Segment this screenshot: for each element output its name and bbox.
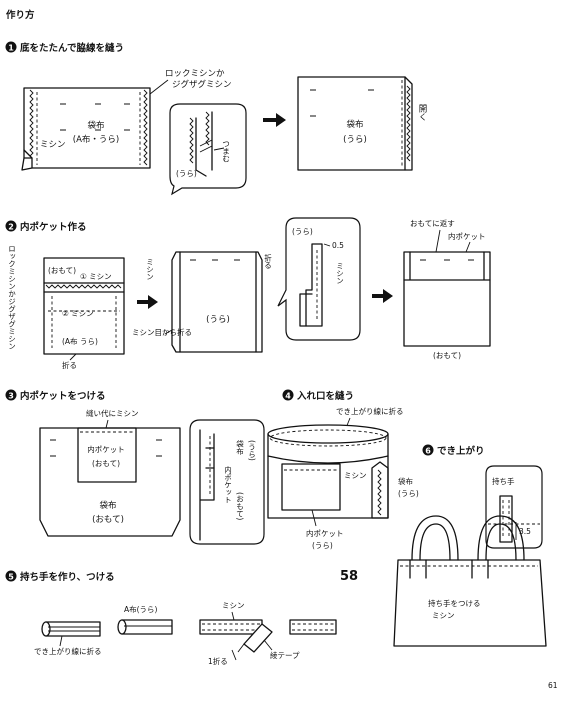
s5-fabric-a-back: A布(うら) bbox=[124, 604, 158, 614]
step-5-badge bbox=[5, 570, 17, 582]
step-1-number: 1 bbox=[8, 44, 14, 53]
step-1: 1 底をたたんで脇線を縫う 袋布 (A布・うら) ミシン ロックミシンか ジグザ… bbox=[5, 41, 427, 196]
step-3-bag: 内ポケット (おもて) 袋布 (おもて) bbox=[39, 427, 181, 537]
s2-front-2: (おもて) bbox=[433, 351, 461, 360]
s3-pocket-front: (おもて) bbox=[92, 459, 120, 468]
inset-page-number: 58 bbox=[340, 569, 358, 584]
s3-inset-bag-cloth: 袋布 bbox=[235, 439, 244, 457]
step-6-number: 6 bbox=[425, 447, 431, 456]
s2-turn-right-side: おもてに返す bbox=[410, 219, 455, 228]
step-2-arrow-1 bbox=[137, 295, 158, 309]
step-2: 2 内ポケット作る ロックミシンかジグザグミシン (おもて) ① ミシン ② ミ… bbox=[5, 217, 491, 370]
s2-stitch-1: ① ミシン bbox=[80, 272, 112, 281]
s3-inset-back: (うら) bbox=[248, 440, 257, 461]
s4-bag-cloth: 袋布 bbox=[398, 476, 413, 486]
step-2-arrow-2 bbox=[372, 289, 393, 303]
step-2-middle-piece: ミシン (うら) 折る ミシン目から折る bbox=[132, 251, 273, 353]
s5-machine: ミシン bbox=[222, 601, 245, 610]
step-2-title: 内ポケット作る bbox=[20, 221, 87, 233]
s2-fold: 折る bbox=[62, 360, 77, 370]
step-2-number: 2 bbox=[8, 223, 14, 232]
s2-inner-pocket: 内ポケット bbox=[448, 231, 486, 241]
s1-detail-back: (うら) bbox=[176, 169, 197, 178]
step-6-badge bbox=[422, 444, 434, 456]
s1-pinch: つまむ bbox=[222, 140, 231, 163]
s2-machine: ミシン bbox=[146, 258, 155, 281]
s5-fold-finished: でき上がり線に折る bbox=[34, 646, 102, 656]
s2-back: (うら) bbox=[206, 315, 230, 325]
step-5-number: 5 bbox=[8, 573, 14, 582]
step-3: 3 内ポケットをつける 縫い代にミシン 内ポケット (おもて) 袋布 (おもて)… bbox=[5, 389, 265, 545]
step-1-title: 底をたたんで脇線を縫う bbox=[19, 42, 124, 54]
s3-inset-inner-pocket: 内ポケット bbox=[224, 465, 233, 504]
s4-back: (うら) bbox=[398, 489, 419, 498]
s4-pocket-back: (うら) bbox=[312, 541, 333, 550]
s1-fabric-a-back: (A布・うら) bbox=[73, 134, 119, 145]
s2-stitch-2: ② ミシン bbox=[62, 309, 94, 318]
step-6: 6 でき上がり 持ち手 3.5 持ち手をつける ミシン bbox=[393, 444, 547, 647]
step-5-strip-2: A布(うら) bbox=[117, 604, 173, 635]
step-6-handle-detail-bubble: 持ち手 3.5 bbox=[485, 465, 543, 549]
s6-machine: ミシン bbox=[432, 611, 455, 620]
step-1-fabric: 袋布 (A布・うら) ミシン bbox=[21, 87, 151, 171]
s3-inset-front: (おもて) bbox=[235, 492, 244, 520]
s5-fold-1: 1折る bbox=[208, 656, 228, 666]
s6-attach-handle: 持ち手をつける bbox=[428, 598, 481, 608]
step-5: 5 持ち手を作り、つける でき上がり線に折る A布(うら) ミシン 1折る 綾テ bbox=[5, 570, 337, 666]
s6-handle: 持ち手 bbox=[492, 476, 515, 486]
step-1-detail-bubble: つまむ (うら) bbox=[169, 103, 247, 196]
step-4-bag: ミシン 袋布 (うら) 内ポケット (うら) bbox=[267, 424, 419, 550]
s3-sew-through: 縫い代にミシン bbox=[86, 408, 139, 418]
step-3-number: 3 bbox=[8, 392, 14, 401]
s4-inner-pocket: 内ポケット bbox=[306, 528, 344, 538]
step-3-title: 内ポケットをつける bbox=[20, 390, 106, 402]
s1-open: 開く bbox=[417, 104, 427, 121]
step-5-strip-1: でき上がり線に折る bbox=[34, 621, 102, 656]
step-5-strip-3: ミシン 1折る 綾テープ bbox=[199, 601, 337, 666]
page-number: 61 bbox=[548, 681, 558, 690]
s4-fold-finished: でき上がり線に折る bbox=[336, 406, 404, 416]
step-5-title: 持ち手を作り、つける bbox=[20, 571, 115, 583]
step-4-badge bbox=[282, 389, 294, 401]
s1-overlock: ロックミシンか bbox=[165, 69, 225, 79]
page-header-title: 作り方 bbox=[6, 9, 35, 21]
s6-dim-35: 3.5 bbox=[519, 527, 531, 536]
s1-back-2: (うら) bbox=[343, 135, 367, 145]
step-2-detail-bubble: (うら) 0.5 ミシン bbox=[277, 217, 361, 341]
step-2-pocket-piece: (おもて) ① ミシン ② ミシン (A布 うら) 折る bbox=[43, 257, 125, 370]
s1-bag-cloth-2: 袋布 bbox=[346, 119, 363, 130]
s2-inset-back: (うら) bbox=[292, 227, 313, 236]
s1-machine-stitch: ミシン bbox=[40, 140, 66, 150]
s3-inner-pocket: 内ポケット bbox=[87, 444, 125, 454]
step-4-title: 入れ口を縫う bbox=[296, 390, 354, 402]
step-3-detail-bubble: 袋布 (うら) 内ポケット (おもて) bbox=[189, 419, 265, 545]
s2-front: (おもて) bbox=[48, 266, 76, 275]
s2-fold-from-stitch: ミシン目から折る bbox=[132, 327, 192, 337]
s1-bag-cloth: 袋布 bbox=[87, 120, 104, 131]
s2-inset-05: 0.5 bbox=[332, 241, 344, 250]
step-3-badge bbox=[5, 389, 17, 401]
s3-bag-front: (おもて) bbox=[92, 515, 124, 525]
s2-fabric-a-back: (A布 うら) bbox=[62, 336, 98, 346]
step-1-badge bbox=[5, 41, 17, 53]
step-4-number: 4 bbox=[285, 392, 291, 401]
s2-inset-machine: ミシン bbox=[336, 262, 345, 285]
step-4: 4 入れ口を縫う でき上がり線に折る ミシン 袋布 (うら) 内ポケット (うら… bbox=[267, 389, 419, 550]
s5-bias-tape: 綾テープ bbox=[270, 650, 300, 660]
s4-machine: ミシン bbox=[344, 471, 367, 480]
step-1-arrow bbox=[263, 113, 286, 127]
s1-zigzag: ジグザグミシン bbox=[172, 79, 232, 90]
step-2-result: おもてに返す 内ポケット (おもて) bbox=[403, 219, 491, 360]
step-6-finished-bag: 持ち手をつける ミシン bbox=[393, 515, 547, 647]
step-2-badge bbox=[5, 220, 17, 232]
s2-overlock-zigzag: ロックミシンかジグザグミシン bbox=[7, 245, 16, 350]
step-6-title: でき上がり bbox=[437, 445, 485, 457]
step-1-result: 袋布 (うら) 開く bbox=[297, 76, 427, 171]
s2-fold-2: 折る bbox=[263, 253, 272, 269]
s3-bag-cloth: 袋布 bbox=[99, 500, 116, 511]
